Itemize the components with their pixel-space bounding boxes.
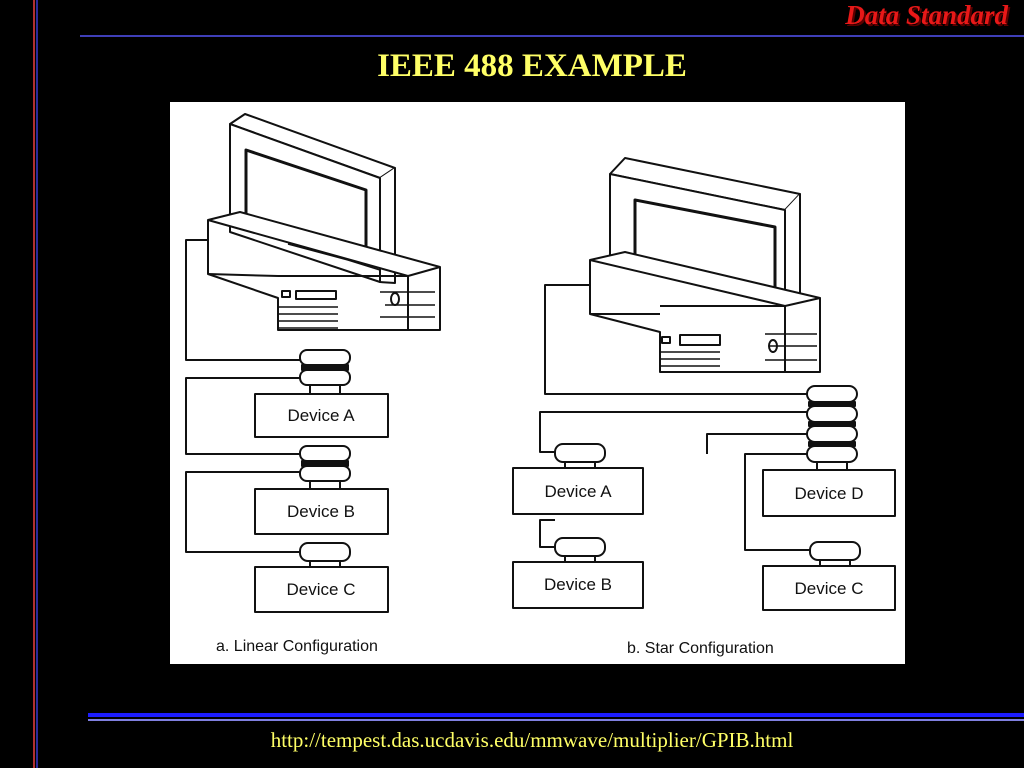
linear-caption: a. Linear Configuration [216, 638, 378, 655]
header-brand: Data Standard [845, 0, 1008, 30]
gpib-diagram: Device A Device B Device C a. Linear Con… [185, 113, 896, 657]
linear-device-b-box [254, 488, 389, 535]
top-rule [80, 35, 1024, 37]
star-device-a-label: Device A [544, 482, 612, 501]
bottom-rule [88, 713, 1024, 717]
linear-connector-a [299, 349, 351, 396]
left-stripe-blue [36, 0, 38, 768]
star-connector-c [809, 541, 861, 567]
star-computer-icon [589, 157, 821, 373]
footer-url[interactable]: http://tempest.das.ucdavis.edu/mmwave/mu… [270, 728, 794, 752]
star-device-d-label: Device D [795, 484, 864, 503]
star-device-c-label: Device C [795, 579, 864, 598]
linear-device-b-label: Device B [287, 502, 355, 521]
bottom-rule-thin [88, 719, 1024, 721]
linear-computer-icon [207, 113, 441, 331]
linear-configuration [185, 113, 441, 613]
star-configuration [512, 157, 896, 611]
linear-device-a-box [254, 393, 389, 438]
star-device-c-box [762, 565, 896, 611]
linear-connector-b [299, 445, 351, 490]
star-device-b-label: Device B [544, 575, 612, 594]
star-caption: b. Star Configuration [627, 640, 774, 657]
star-device-b-box [512, 561, 644, 609]
linear-connector-c [299, 542, 351, 568]
linear-device-c-label: Device C [287, 580, 356, 599]
linear-device-c-box [254, 566, 389, 613]
star-hub-connector [806, 385, 858, 471]
slide-title: IEEE 488 EXAMPLE [377, 48, 687, 84]
diagram-panel: Device A Device B Device C a. Linear Con… [170, 102, 905, 664]
star-device-d-box [762, 469, 896, 517]
star-connector-b [554, 537, 606, 563]
star-connector-a [554, 443, 606, 469]
left-stripe-red [33, 0, 35, 768]
linear-device-a-label: Device A [287, 406, 355, 425]
star-device-a-box [512, 467, 644, 515]
